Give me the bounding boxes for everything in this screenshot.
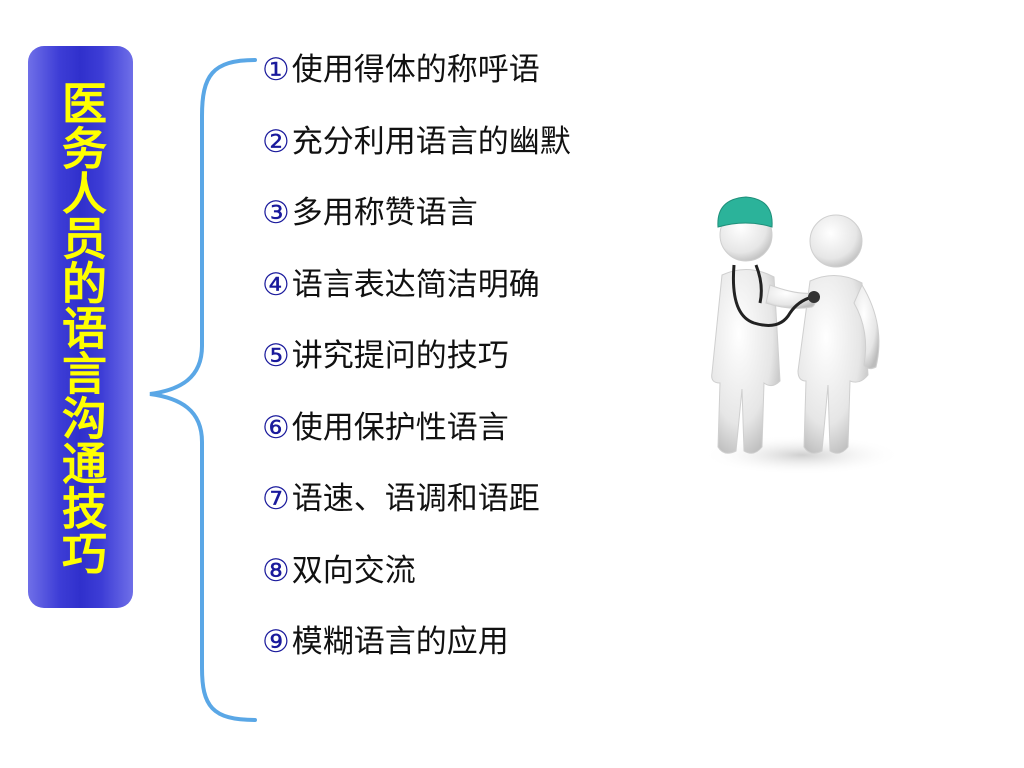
item-number: ② — [262, 123, 290, 160]
item-number: ④ — [262, 266, 290, 303]
curly-brace-icon — [149, 58, 257, 722]
list-item: ②充分利用语言的幽默 — [262, 114, 571, 186]
item-text: 使用得体的称呼语 — [291, 52, 540, 88]
slide-title: 医务人员的语言沟通技巧 — [54, 79, 107, 575]
item-number: ⑧ — [262, 552, 290, 589]
list-item: ①使用得体的称呼语 — [262, 42, 571, 114]
item-text: 讲究提问的技巧 — [291, 338, 509, 374]
item-number: ⑨ — [262, 624, 290, 660]
item-text: 模糊语言的应用 — [291, 624, 509, 660]
item-text: 双向交流 — [291, 552, 416, 589]
item-text: 多用称赞语言 — [291, 195, 478, 231]
list-item: ⑧双向交流 — [262, 543, 571, 615]
list-item: ⑤讲究提问的技巧 — [262, 328, 571, 400]
item-text: 语言表达简洁明确 — [291, 266, 540, 303]
item-number: ① — [262, 52, 290, 88]
list-item: ⑦语速、语调和语距 — [262, 471, 571, 543]
item-number: ⑥ — [262, 409, 290, 446]
technique-list: ①使用得体的称呼语 ②充分利用语言的幽默 ③多用称赞语言 ④语言表达简洁明确 ⑤… — [262, 42, 571, 686]
item-number: ⑦ — [262, 481, 290, 517]
item-number: ③ — [262, 195, 290, 231]
item-text: 语速、语调和语距 — [291, 481, 540, 517]
item-text: 使用保护性语言 — [291, 409, 509, 446]
list-item: ③多用称赞语言 — [262, 185, 571, 257]
list-item: ⑨模糊语言的应用 — [262, 614, 571, 686]
item-text: 充分利用语言的幽默 — [291, 123, 571, 160]
doctor-stethoscope-figures-icon — [702, 196, 902, 475]
title-box: 医务人员的语言沟通技巧 — [28, 46, 133, 608]
list-item: ④语言表达简洁明确 — [262, 257, 571, 329]
list-item: ⑥使用保护性语言 — [262, 400, 571, 472]
item-number: ⑤ — [262, 338, 290, 374]
